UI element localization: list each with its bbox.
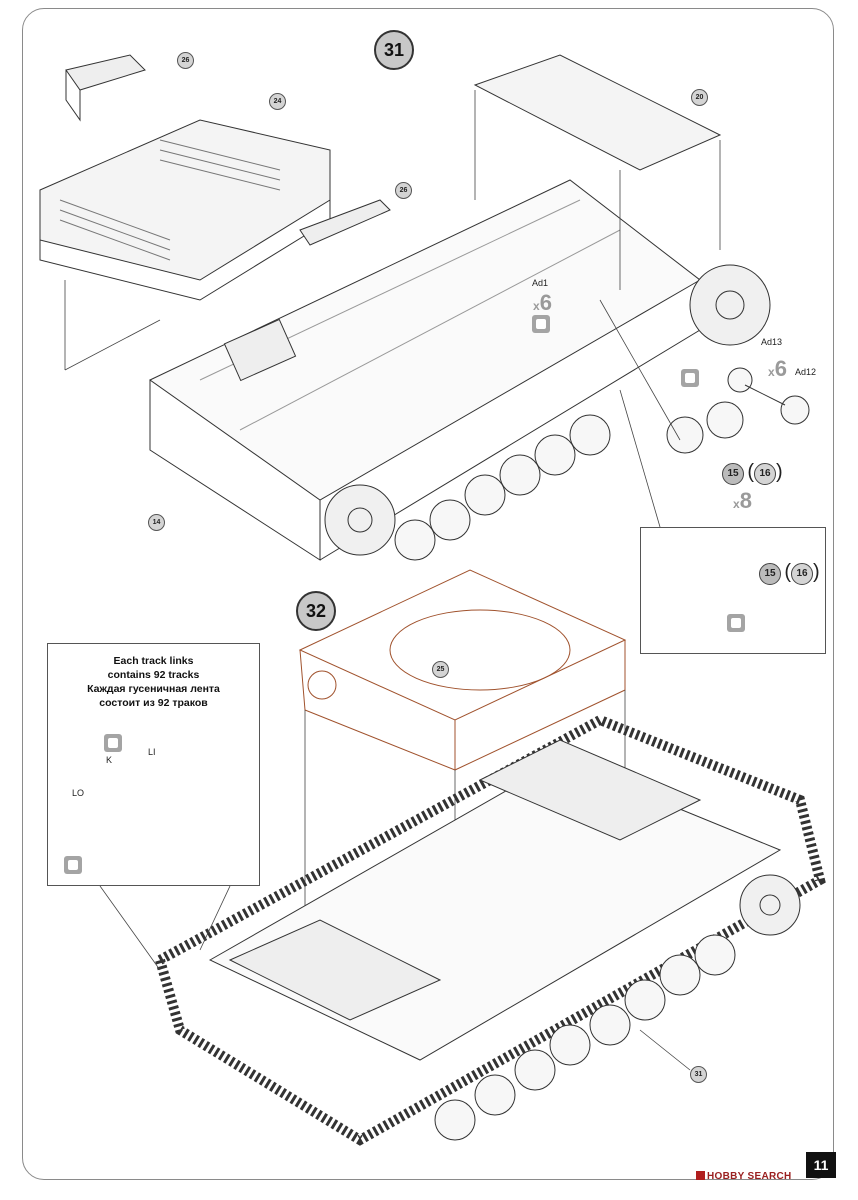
engine-deck-part24 (39, 119, 331, 281)
track-note-line1: Each track links (113, 655, 194, 667)
label-ad12: Ad12 (795, 367, 817, 377)
rear-plate-part20 (473, 54, 722, 171)
part-callout-26-side: 26 (395, 182, 412, 199)
step32-drawing (99, 569, 826, 1146)
label-li: LI (148, 747, 156, 757)
watermark: HOBBY SEARCH (696, 1171, 792, 1182)
qty-ad13: x6 (768, 356, 787, 381)
lower-hull (208, 759, 782, 1061)
page-frame (22, 8, 834, 1180)
glue-icon-inset (727, 614, 745, 632)
qty-ad1: x6 (533, 290, 552, 315)
part-callout-31: 31 (690, 1066, 707, 1083)
track-note-line4: состоит из 92 траков (99, 697, 208, 709)
part-callout-24: 24 (269, 93, 286, 110)
label-k: K (106, 755, 113, 765)
inset-wheel-part-16: 16 (791, 562, 814, 585)
page-number: 11 (806, 1152, 836, 1178)
glue-icon-track (104, 734, 122, 752)
label-lo: LO (72, 788, 85, 798)
track-note: Each track links contains 92 tracks Кажд… (48, 654, 259, 710)
inset-wheel-part-15: 15 (759, 562, 781, 585)
label-ad13: Ad13 (761, 337, 783, 347)
watermark-logo-icon (696, 1171, 705, 1180)
inset-wheel-ref: 15 (16) (759, 561, 820, 585)
step31-drawing (39, 54, 810, 561)
inset-detail: 15 (16) (640, 527, 826, 654)
wheel-part-15: 15 (722, 462, 744, 485)
step-number-32: 32 (296, 591, 336, 631)
turret-part25 (298, 569, 627, 721)
part-callout-20: 20 (691, 89, 708, 106)
glue-icon-ad1 (532, 315, 550, 333)
track-note-line2: contains 92 tracks (107, 669, 200, 681)
part26-top (65, 54, 146, 91)
part26-side (299, 199, 391, 246)
part-callout-25: 25 (432, 661, 449, 678)
label-ad1: Ad1 (532, 278, 549, 288)
step-number-31: 31 (374, 30, 414, 70)
part-callout-26-top: 26 (177, 52, 194, 69)
wheel-part-ref: 15 (16) (722, 461, 783, 485)
wheel-part-16: 16 (754, 462, 777, 485)
part-callout-14: 14 (148, 514, 165, 531)
track-note-line3: Каждая гусеничная лента (87, 683, 220, 695)
track-run (154, 714, 826, 1146)
glue-icon-ad13 (681, 369, 699, 387)
qty-wheels: x8 (733, 488, 752, 513)
track-links-box: Each track links contains 92 tracks Кажд… (47, 643, 260, 886)
paint-icon-track (64, 856, 82, 874)
